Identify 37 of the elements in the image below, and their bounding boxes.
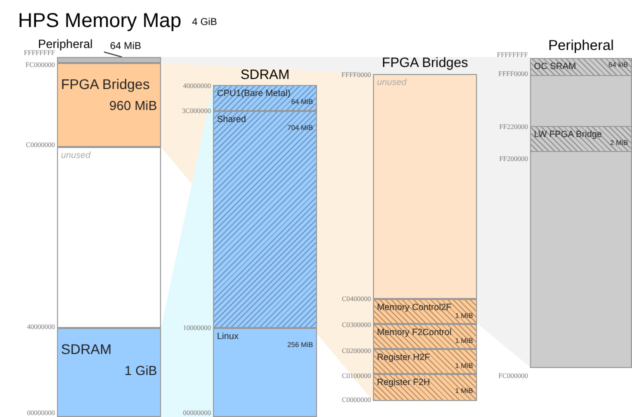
diagram-title: HPS Memory Map	[18, 10, 182, 33]
region-name: Linux	[217, 331, 239, 341]
memory-region	[213, 328, 317, 417]
region-name: Register H2F	[377, 352, 430, 362]
memory-region	[530, 126, 632, 152]
region-name: Memory F2Control	[377, 327, 452, 337]
region-name: OC SRAM	[534, 61, 576, 71]
callout-label: Peripheral	[38, 37, 93, 51]
column-title: FPGA Bridges	[380, 55, 470, 71]
region-name: LW FPGA Bridge	[534, 129, 602, 139]
memory-region	[373, 374, 477, 401]
region-size: 64 MiB	[110, 41, 142, 52]
memory-region	[213, 85, 317, 111]
region-name: unused	[61, 150, 91, 160]
region-size: 960 MiB	[109, 98, 157, 113]
region-size: 1 GiB	[124, 363, 157, 378]
memory-region	[373, 74, 477, 299]
memory-region	[373, 324, 477, 349]
memory-region	[213, 111, 317, 328]
memory-region	[373, 299, 477, 324]
memory-region	[530, 58, 632, 76]
memory-region	[57, 147, 161, 328]
column-title: SDRAM	[239, 67, 291, 83]
region-name: Memory Control2F	[377, 302, 452, 312]
region-name: Register F2H	[377, 377, 430, 387]
region-name: FPGA Bridges	[61, 76, 150, 92]
column-title: Peripheral	[547, 38, 615, 54]
memory-region	[57, 328, 161, 417]
region-name: Shared	[217, 114, 246, 124]
leader-line	[104, 52, 122, 58]
memory-region	[57, 57, 161, 63]
region-name: unused	[377, 77, 407, 87]
memory-region	[57, 63, 161, 147]
size-label: 4 GiB	[192, 17, 218, 28]
memory-region	[373, 349, 477, 374]
region-name: SDRAM	[61, 341, 112, 357]
region-name: CPU1(Bare Metal)	[217, 88, 291, 98]
